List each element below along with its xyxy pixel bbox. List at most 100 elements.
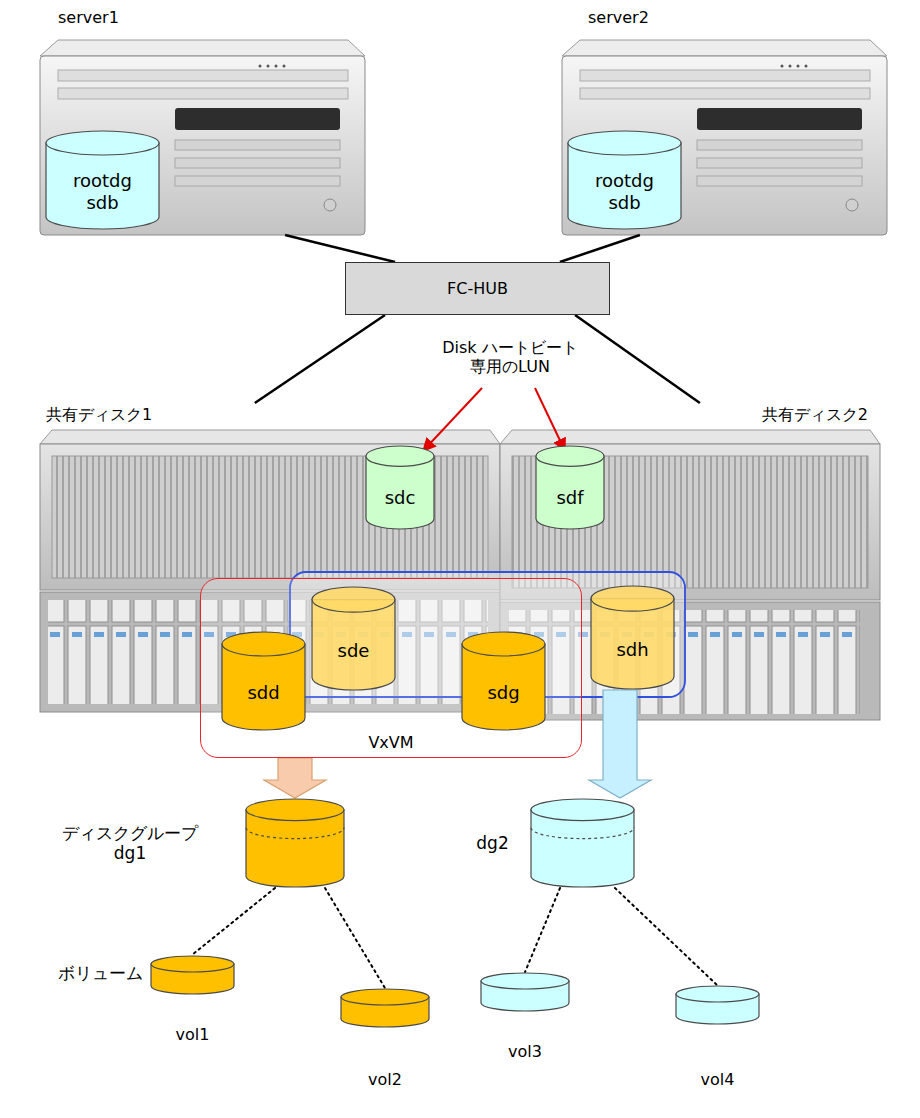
cylinder-body [222,644,305,730]
node-label: vol4 [701,1070,735,1089]
cylinder-shape [150,955,235,995]
disk-group: dg2 [465,798,635,888]
cylinder-top [46,131,159,155]
cylinder-top [676,986,759,1002]
cylinder-top [462,632,545,656]
node-label: 共有ディスク2 [762,405,868,424]
volume-manager-group: VxVM sdd sde sdg [200,578,582,758]
text-holder: server1 [58,8,119,27]
cylinder-top [222,632,305,656]
callout-arrow [535,388,565,451]
node-label: sdd [247,682,279,704]
text-holder: VxVM [201,733,581,752]
cylinder-shape [221,631,306,731]
disk-cylinder: sdd [221,631,306,731]
node-label: vol1 [176,1025,210,1044]
node-label: server1 [58,8,119,27]
node-label: sdb [608,192,640,214]
node-label: dg2 [476,833,508,853]
cylinder-division [246,828,344,839]
node-label: sdc [385,487,416,509]
fc-link [560,235,640,262]
node-label: rootdg [595,170,654,192]
hardware-unit: server2 rootdgsdb [560,8,890,235]
text-holder: 共有ディスク1 [46,405,152,424]
flow-arrow [264,758,326,798]
text-holder: sdd [221,657,306,729]
text-holder: ディスクグループ dg1 [50,798,210,888]
node-label: sdf [556,487,583,509]
cylinder-shape [480,972,570,1012]
fc-link [575,315,700,403]
text-holder: sde [311,613,396,689]
text-holder: sdh [590,612,675,688]
volume-cylinder: vol4 [675,985,760,1085]
cylinder-shape [311,586,396,691]
disk-cylinder: sdc [365,445,435,530]
cylinder-shape [590,585,675,690]
cylinder-body [568,143,681,229]
row-label: ボリューム [45,963,155,983]
node-label: FC-HUB [447,279,508,298]
text-holder: rootdgsdb [567,156,682,228]
server-chassis [40,40,365,235]
cylinder-top [151,956,234,972]
text-holder: vol2 [328,1070,442,1089]
disk-cylinder: sdh [590,585,675,690]
text-holder: sdc [365,467,435,528]
volume-cylinder: vol2 [340,988,430,1092]
disk-cylinder: rootdgsdb [567,130,682,230]
cylinder-top [366,446,434,466]
cylinder-body [366,456,434,529]
node-label: sdb [86,192,118,214]
disk-cylinder: rootdgsdb [45,130,160,230]
cylinder-body [462,644,545,730]
callout-note: Disk ハートビート 専用のLUN [430,338,590,376]
cylinder-top [568,131,681,155]
node-label: ディスクグループ dg1 [50,823,210,864]
text-holder: vol1 [138,1025,247,1044]
cylinder-body [46,143,159,229]
volume-link [525,888,560,972]
volume-link [615,888,717,985]
text-holder: 共有ディスク2 [762,405,868,424]
text-holder: dg2 [465,798,520,888]
disk-cylinder: sdf [535,445,605,530]
cylinder-top [246,799,344,821]
text-holder: server2 [588,8,649,27]
cylinder-body [312,600,395,690]
fc-link [285,235,395,262]
text-holder: FC-HUB [346,263,609,314]
flow-arrow [589,690,651,798]
text-holder: sdf [535,467,605,528]
volume-cylinder: vol1 [150,955,235,1050]
cylinder-shape [50,798,345,888]
server-chassis [562,40,887,235]
cylinder-top [312,587,395,612]
cylinder-body [246,810,344,887]
cylinder-top [531,799,634,821]
cylinder-body [591,599,674,689]
text-holder: sdg [461,657,546,729]
volume-link [192,888,275,955]
node-label: sdh [616,639,648,661]
cylinder-shape [340,988,430,1028]
node-label: server2 [588,8,649,27]
node-label: sdg [487,682,519,704]
cylinder-body [536,456,604,529]
cylinder-top [536,446,604,466]
cylinder-top [591,586,674,611]
cylinder-shape [675,985,760,1025]
cylinder-division [531,828,634,839]
cylinder-top [481,973,569,989]
hardware-unit: server1 rootdgsdb [40,8,365,235]
node-label: 共有ディスク1 [46,405,152,424]
disk-cylinder: sdg [461,631,546,731]
disk-cylinder: sde [311,586,396,691]
node-label: sde [338,640,370,662]
text-holder: vol3 [468,1042,582,1061]
volume-link [325,888,385,988]
text-holder: rootdgsdb [45,156,160,228]
node-label: vol3 [508,1042,542,1061]
